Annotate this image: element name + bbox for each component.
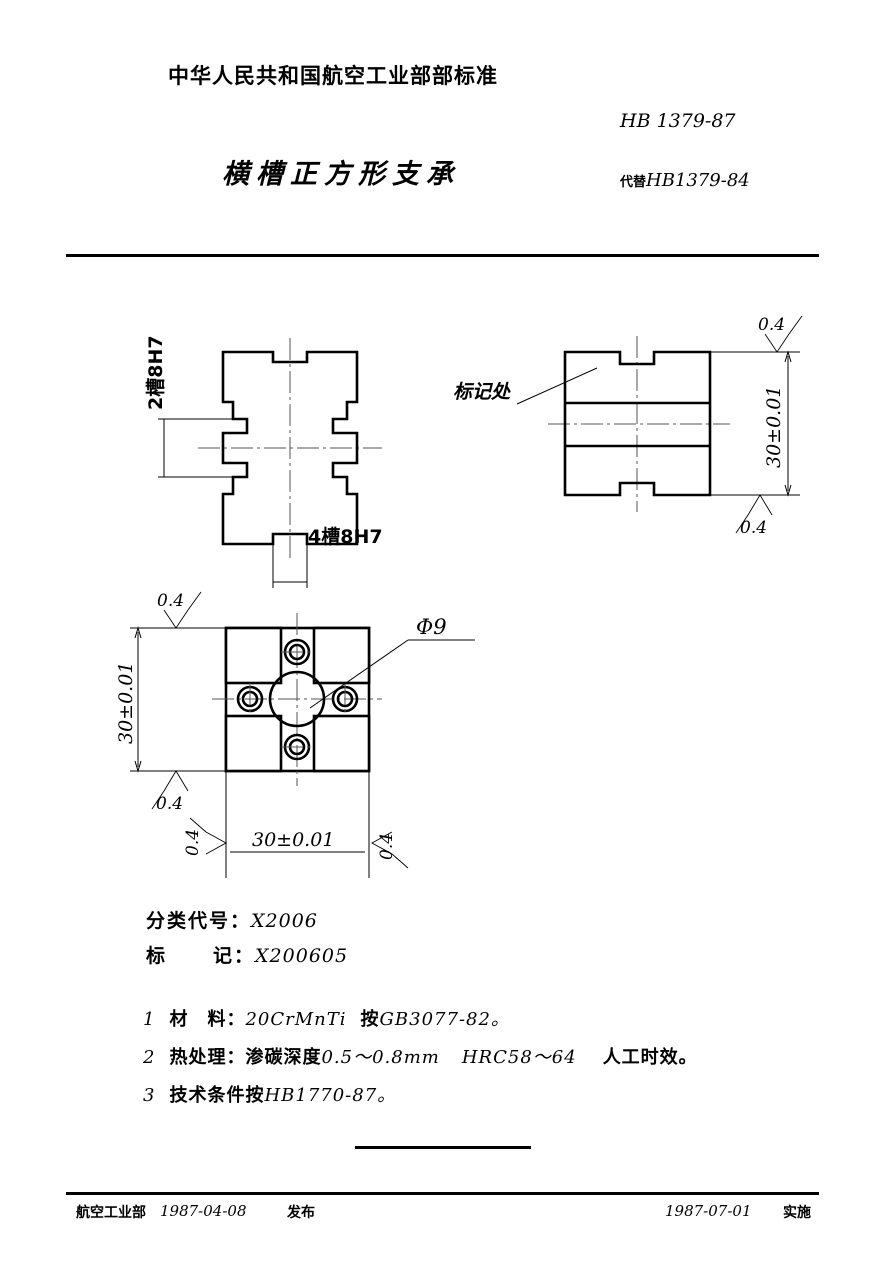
note-3-label: 技术条件按 <box>169 1085 265 1106</box>
plan-view-width-dim: 30±0.01 <box>252 829 334 851</box>
side-view-finish-bottom-value: 0.4 <box>740 518 767 538</box>
marking-code-label-b: 记： <box>213 945 256 967</box>
note-2-number: 2 <box>143 1047 156 1068</box>
front-view-drawing: 2槽8H7 4槽8H7 <box>144 335 383 588</box>
plan-view-center-hole <box>268 670 326 728</box>
note-2-depth-value: 0.5～0.8mm <box>321 1047 440 1068</box>
plan-view-pocket-top-left <box>224 626 283 685</box>
note-1-suffix-zh: 按 <box>360 1009 380 1030</box>
note-1-label: 材 料： <box>169 1009 246 1030</box>
note-2-label: 热处理： <box>169 1047 246 1068</box>
plan-view-finish-symbol-bottom-left: 0.4 <box>151 770 189 814</box>
footer-divider-rule <box>66 1192 819 1195</box>
replaces-prefix: 代替 <box>620 175 647 190</box>
note-1: 1 材 料：20CrMnTi 按GB3077-82。 <box>143 1005 510 1031</box>
side-view-dim-arrow-bottom <box>784 484 792 497</box>
side-view-height-dim: 30±0.01 <box>763 386 785 468</box>
plan-view-pocket-top-right <box>312 626 371 685</box>
plan-view-finish-left-side-value: 0.4 <box>183 829 203 856</box>
classification-code-line: 分类代号：X2006 <box>146 906 318 933</box>
replaces-value: HB1379-84 <box>646 170 750 191</box>
plan-view-finish-symbol-top-left: 0.4 <box>157 591 202 629</box>
note-3: 3 技术条件按HB1770-87。 <box>143 1081 396 1107</box>
standard-code: HB 1379-87 <box>620 110 736 132</box>
side-view-mark-label: 标记处 <box>453 381 511 403</box>
side-view-mark-leader <box>516 367 598 405</box>
classification-code-label: 分类代号： <box>146 910 252 932</box>
plan-view-height-arrow-top <box>134 626 142 639</box>
note-2: 2 热处理：渗碳深度0.5～0.8mm HRC58～64 人工时效。 <box>143 1043 698 1069</box>
marking-code-value: X200605 <box>255 945 349 967</box>
note-2-aging: 人工时效。 <box>602 1047 698 1068</box>
plan-view-hole-leader <box>309 639 409 709</box>
front-view-bottom-label: 4槽8H7 <box>308 525 383 548</box>
plan-view-drawing: Φ9 30±0.01 0.4 0.4 30±0.01 0.4 <box>115 591 475 878</box>
note-2-depth-label: 渗碳深度 <box>245 1047 322 1068</box>
plan-view-finish-top-left-value: 0.4 <box>157 591 184 611</box>
side-view-dim-arrow-top <box>784 350 792 363</box>
page-title: 横槽正方形支承 <box>222 159 460 190</box>
marking-code-label-a: 标 <box>146 945 168 967</box>
note-2-hardness: HRC58～64 <box>461 1047 577 1068</box>
plan-view-finish-symbol-right-side: 0.4 <box>371 831 409 869</box>
plan-view-finish-symbol-left-side: 0.4 <box>183 817 227 856</box>
front-view-top-label: 2槽8H7 <box>144 335 167 410</box>
plan-view-finish-bottom-left-value: 0.4 <box>156 794 183 814</box>
note-1-material: 20CrMnTi <box>245 1009 347 1030</box>
side-view-finish-symbol-top: 0.4 <box>758 315 803 353</box>
classification-code-value: X2006 <box>251 910 318 932</box>
side-view-finish-symbol-bottom: 0.4 <box>735 494 773 538</box>
footer-implement-date: 1987-07-01 <box>665 1202 752 1220</box>
note-1-standard: GB3077-82。 <box>379 1009 510 1030</box>
plan-view-hole-label: Φ9 <box>416 615 447 639</box>
note-1-number: 1 <box>143 1009 156 1030</box>
plan-view-pocket-bottom-right <box>312 714 371 773</box>
note-3-standard: HB1770-87。 <box>264 1085 397 1106</box>
marking-code-line: 标 记：X200605 <box>146 941 348 968</box>
plan-view-finish-right-side-value: 0.4 <box>377 833 397 860</box>
footer-implement-label: 实施 <box>783 1205 811 1221</box>
footer-publish-date: 1987-04-08 <box>160 1202 247 1220</box>
plan-view-height-dim: 30±0.01 <box>115 662 137 744</box>
plan-view-height-arrow-bottom <box>134 760 142 773</box>
footer-publish-label: 发布 <box>287 1205 315 1221</box>
side-view-drawing: 30±0.01 0.4 0.4 标记处 <box>453 315 803 538</box>
replaces-code: 代替HB1379-84 <box>620 170 750 191</box>
footer-organization: 航空工业部 <box>76 1205 146 1221</box>
notes-divider-rule <box>355 1146 531 1149</box>
header-divider-rule <box>66 254 819 257</box>
front-view-outline <box>221 350 359 546</box>
header-organization: 中华人民共和国航空工业部部标准 <box>168 64 498 88</box>
plan-view-pocket-bottom-left <box>224 714 283 773</box>
side-view-finish-top-value: 0.4 <box>758 315 785 335</box>
note-3-number: 3 <box>143 1085 156 1106</box>
